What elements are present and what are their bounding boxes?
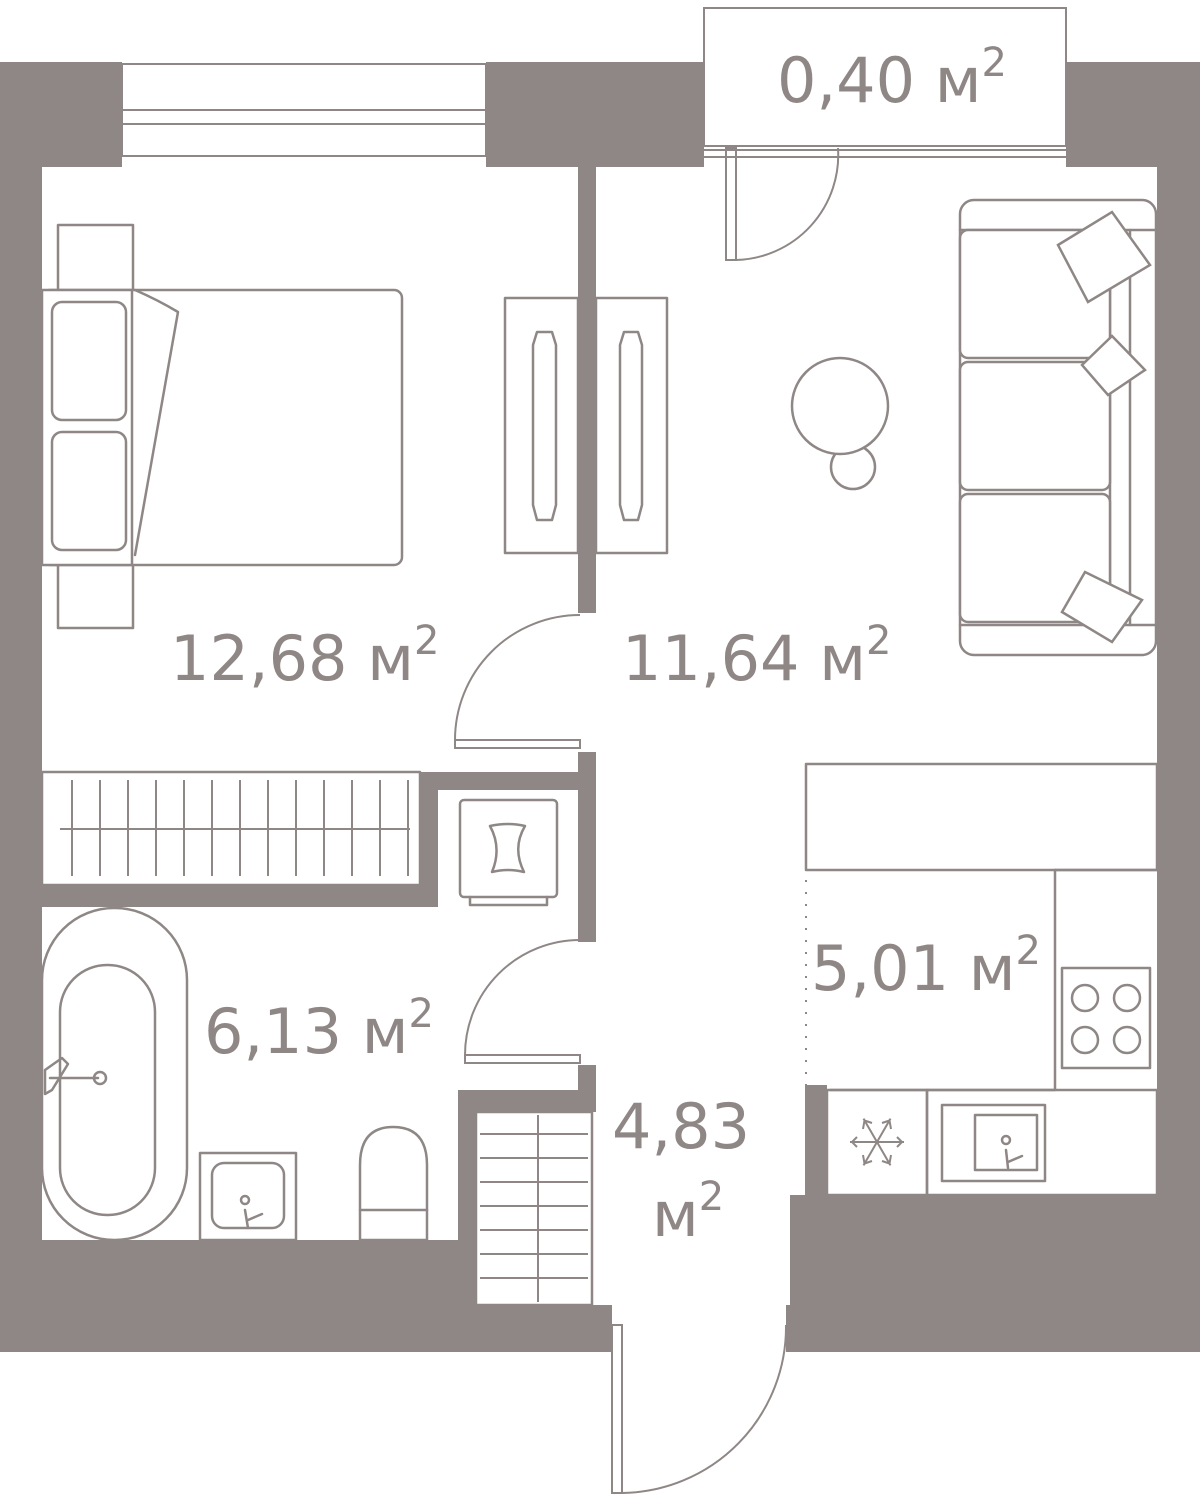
pillow-1 — [50, 300, 128, 422]
sink-basin — [210, 1161, 286, 1230]
hallway-area-label-line2: м2 — [652, 1174, 724, 1251]
blanket-fold — [133, 288, 180, 557]
wall-top-middle — [486, 62, 704, 167]
sofa-cushion-2 — [958, 360, 1112, 492]
wall-bedroom-bath — [42, 885, 437, 907]
kitchen-upper-cabinet — [804, 762, 1159, 872]
wall-right — [1157, 62, 1200, 1352]
wall-bottom-right-entry — [786, 1305, 816, 1352]
wall-bottom-right — [790, 1195, 1200, 1352]
outer-walls — [0, 62, 1200, 1352]
wall-top-left — [0, 62, 122, 167]
hall-wardrobe-shelves — [480, 1133, 588, 1279]
sink-counter — [198, 1151, 298, 1242]
washer-icon — [488, 822, 527, 874]
snowflake-icon — [850, 1118, 904, 1166]
window-bedroom — [121, 63, 487, 157]
closet-frame — [40, 770, 422, 887]
bedroom-closet — [40, 770, 422, 887]
round-table — [790, 356, 890, 456]
washer-body — [458, 798, 559, 899]
hallway-area-label-line1: 4,83 — [612, 1090, 750, 1163]
wall-closet-side — [420, 772, 438, 907]
cooktop — [1060, 966, 1152, 1070]
sink — [198, 1151, 298, 1242]
pillow-2 — [50, 430, 128, 552]
wall-left — [0, 62, 42, 1352]
wall-bath-bottom — [458, 1090, 596, 1112]
kitchen-sink-outer — [940, 1103, 1047, 1183]
balcony-area-label: 0,40 м2 — [777, 40, 1007, 117]
kitchen — [804, 762, 1159, 1197]
burner-1 — [1070, 983, 1100, 1013]
bed — [40, 223, 404, 630]
burner-3 — [1070, 1025, 1100, 1055]
wall-bottom-left-entry — [470, 1305, 612, 1352]
wall-closet-hall — [578, 752, 596, 942]
bathtub-inner — [58, 963, 157, 1217]
kitchen-area-label: 5,01 м2 — [811, 928, 1041, 1005]
bedroom-door — [454, 614, 581, 749]
tub-faucet — [43, 1056, 70, 1096]
bathtub — [40, 906, 189, 1242]
balcony-door — [725, 147, 840, 261]
hallway-wardrobe — [474, 1110, 594, 1307]
kitchen-sink-cabinet — [925, 1088, 1159, 1197]
wall-bath-hall — [578, 1065, 596, 1095]
burner-4 — [1112, 1025, 1142, 1055]
living-wardrobe — [594, 296, 669, 555]
bedroom-wardrobe — [503, 296, 580, 555]
washing-machine — [458, 798, 559, 907]
bathroom-area-label: 6,13 м2 — [204, 991, 434, 1068]
hall-wardrobe-frame — [474, 1110, 594, 1307]
throw-pillow-3 — [1060, 570, 1144, 644]
wall-kitchen-pillar — [805, 1085, 827, 1205]
closet-hangers — [71, 780, 409, 876]
sofa-cushion-3 — [958, 492, 1112, 624]
throw-pillow-2 — [1080, 334, 1147, 397]
throw-pillow-1 — [1056, 210, 1152, 304]
living-room-area-label: 11,64 м2 — [622, 618, 891, 695]
bathroom-door — [464, 939, 581, 1064]
kitchen-sink-basin — [973, 1113, 1039, 1172]
burner-2 — [1112, 983, 1142, 1013]
area-labels: 0,40 м2 12,68 м2 11,64 м2 6,13 м2 5,01 м… — [170, 40, 1041, 1251]
entrance-door — [611, 1324, 788, 1494]
wall-bedroom-living — [578, 165, 596, 613]
wall-bottom-left — [0, 1240, 470, 1352]
wall-closet-top — [420, 772, 580, 790]
balcony — [703, 7, 1067, 158]
wall-wardrobe-side — [458, 1090, 476, 1305]
balcony-outline — [703, 7, 1067, 147]
toilet-bowl — [358, 1125, 429, 1242]
sofa — [958, 198, 1158, 657]
dining-table — [790, 356, 890, 491]
toilet — [358, 1125, 429, 1242]
interior-walls — [42, 165, 596, 1305]
bedroom-area-label: 12,68 м2 — [170, 618, 439, 695]
bathtub-outer — [40, 906, 189, 1242]
